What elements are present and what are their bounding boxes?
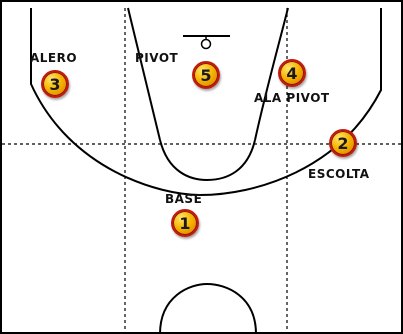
label-pivot: PIVOT [135,51,179,65]
hoop [200,38,212,50]
label-base: BASE [165,192,203,206]
label-escolta: ESCOLTA [308,167,370,181]
marker-5-pivot: 5 [192,61,220,89]
label-ala-pivot: ALA PIVOT [254,91,330,105]
marker-3-alero: 3 [41,70,69,98]
marker-2-escolta: 2 [329,129,357,157]
free-throw-circle [159,139,256,182]
center-circle [159,282,257,334]
key-lane-left [127,7,161,141]
key-lane-right [254,7,289,141]
marker-4-ala-pivot: 4 [278,59,306,87]
label-alero: ALERO [30,51,78,65]
marker-1-base: 1 [171,209,199,237]
